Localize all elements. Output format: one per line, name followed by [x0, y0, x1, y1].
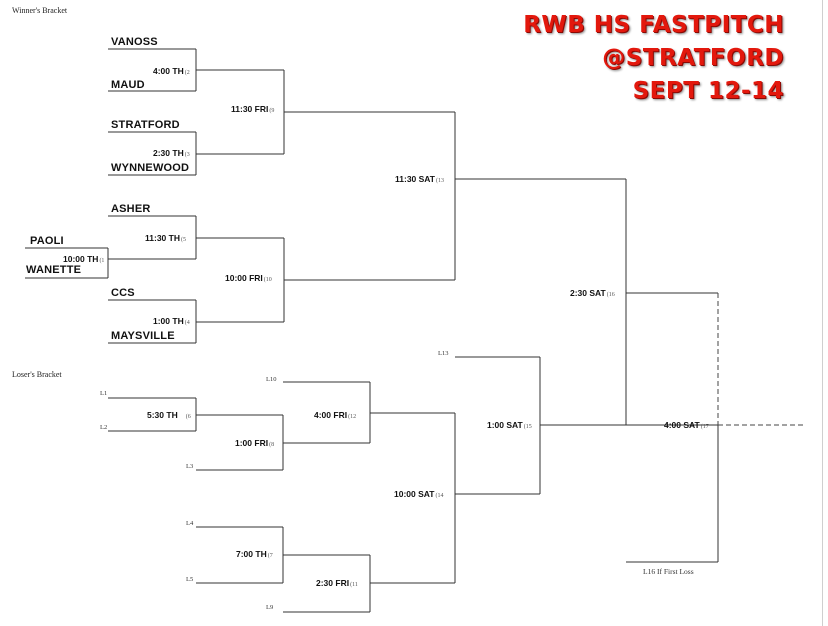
team-stratford: STRATFORD	[111, 119, 180, 131]
game-17-number: (17	[700, 424, 709, 430]
event-location: @STRATFORD	[602, 45, 784, 71]
game-6: 5:30 TH (6	[147, 410, 191, 420]
game-5-time: 11:30 TH	[145, 233, 180, 243]
winners-bracket-label: Winner's Bracket	[12, 6, 68, 15]
seed-l2: L2	[100, 424, 108, 431]
game-4: 1:00 TH(4	[153, 316, 190, 326]
game-16-number: (16	[606, 292, 615, 298]
team-maysville: MAYSVILLE	[111, 330, 175, 342]
game-8: 1:00 FRI(8	[235, 438, 274, 448]
seed-l10: L10	[266, 376, 277, 383]
game-3-time: 2:30 TH	[153, 148, 184, 158]
game-7-time: 7:00 TH	[236, 549, 267, 559]
if-first-loss-note: L16 If First Loss	[643, 567, 694, 576]
losers-bracket-label: Loser's Bracket	[12, 370, 62, 379]
game-9-number: (9	[269, 108, 275, 114]
page-edge	[822, 0, 823, 626]
event-title: RWB HS FASTPITCH	[523, 12, 784, 38]
game-13-number: (13	[436, 178, 445, 184]
game-1-time: 10:00 TH	[63, 254, 99, 264]
game-8-number: (8	[269, 442, 275, 448]
game-16-time: 2:30 SAT	[570, 288, 606, 298]
team-maud: MAUD	[111, 79, 145, 91]
seed-l4: L4	[186, 520, 194, 527]
game-5-number: (5	[180, 237, 186, 243]
game-7-number: (7	[267, 553, 273, 559]
team-asher: ASHER	[111, 203, 151, 215]
game-16: 2:30 SAT(16	[570, 288, 615, 298]
game-14-time: 10:00 SAT	[394, 489, 435, 499]
game-9: 11:30 FRI(9	[231, 104, 274, 114]
seed-l3: L3	[186, 463, 194, 470]
game-9-time: 11:30 FRI	[231, 104, 269, 114]
game-3-number: (3	[184, 152, 190, 158]
game-15-time: 1:00 SAT	[487, 420, 523, 430]
team-wynnewood: WYNNEWOOD	[111, 162, 190, 174]
game-1: 10:00 TH(1	[63, 254, 104, 264]
game-3: 2:30 TH(3	[153, 148, 190, 158]
game-2-time: 4:00 TH	[153, 66, 184, 76]
seed-l13: L13	[438, 350, 449, 357]
game-12-time: 4:00 FRI	[314, 410, 348, 420]
team-paoli: PAOLI	[30, 235, 64, 247]
game-4-time: 1:00 TH	[153, 316, 184, 326]
game-11-number: (11	[350, 582, 358, 588]
game-6-time: 5:30 TH	[147, 410, 178, 420]
game-11: 2:30 FRI(11	[316, 578, 358, 588]
game-14: 10:00 SAT(14	[394, 489, 443, 499]
game-5: 11:30 TH(5	[145, 233, 186, 243]
game-13: 11:30 SAT(13	[395, 174, 444, 184]
game-11-time: 2:30 FRI	[316, 578, 350, 588]
game-7: 7:00 TH(7	[236, 549, 273, 559]
team-vanoss: VANOSS	[111, 36, 158, 48]
game-17-time: 4:00 SAT	[664, 420, 700, 430]
game-8-time: 1:00 FRI	[235, 438, 269, 448]
game-4-number: (4	[184, 320, 190, 326]
game-2-number: (2	[184, 70, 190, 76]
game-10-number: (10	[263, 277, 272, 283]
game-12-number: (12	[348, 414, 357, 420]
game-13-time: 11:30 SAT	[395, 174, 436, 184]
game-10-time: 10:00 FRI	[225, 273, 263, 283]
game-10: 10:00 FRI(10	[225, 273, 272, 283]
game-17: 4:00 SAT(17	[664, 420, 709, 430]
game-1-number: (1	[99, 258, 105, 264]
seed-l5: L5	[186, 576, 194, 583]
game-12: 4:00 FRI(12	[314, 410, 356, 420]
seed-l9: L9	[266, 604, 274, 611]
game-15-number: (15	[523, 424, 532, 430]
event-dates: SEPT 12-14	[632, 78, 784, 104]
team-wanette: WANETTE	[26, 264, 82, 276]
game-2: 4:00 TH(2	[153, 66, 190, 76]
seed-l1: L1	[100, 390, 108, 397]
game-15: 1:00 SAT(15	[487, 420, 532, 430]
game-14-number: (14	[435, 493, 444, 499]
team-ccs: CCS	[111, 287, 135, 299]
game-6-number: (6	[185, 414, 191, 420]
